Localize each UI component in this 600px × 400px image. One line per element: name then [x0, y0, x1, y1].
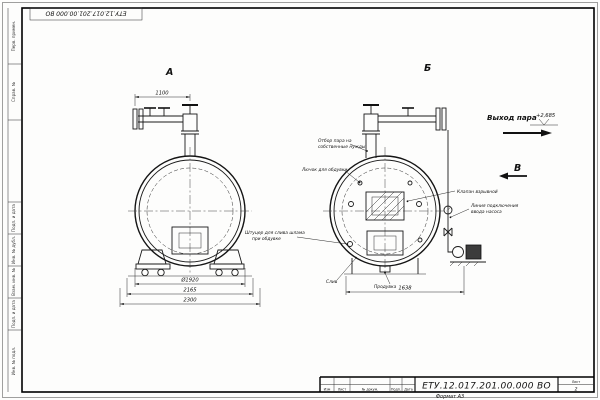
- callout-pump-line-1: Линия подключения: [470, 203, 519, 209]
- callout-pump-line-2: ввода насоса: [471, 210, 502, 215]
- view-a-label: А: [165, 67, 173, 78]
- left-frame-label: Справ. №: [11, 82, 16, 102]
- callout-drain: Слив: [326, 279, 338, 285]
- steam-outlet-group: Выход пара +2,685: [487, 113, 558, 137]
- left-frame-label: Подп. и дата: [11, 204, 16, 232]
- elevation-label: +2,685: [536, 113, 556, 119]
- title-sheet-number: 2: [575, 387, 578, 393]
- top-stamp-doc-number: ЕТУ.12.017.201.00.000 ВО: [45, 9, 126, 16]
- callout-blowdown: Продувка: [374, 284, 397, 290]
- view-b-label: Б: [424, 63, 431, 74]
- callout-blow-hatch: Лючок для обдувки: [301, 167, 347, 173]
- left-margin-labels: Перв. примен. Справ. № Подп. и дата Инв.…: [11, 21, 16, 375]
- left-frame-label: Инв. № подл.: [11, 347, 16, 375]
- format-label: Формат А3: [436, 394, 464, 400]
- view-a-dimensions: 1100 Ø1920 2165 2300: [119, 91, 261, 307]
- title-col-doc: № докум.: [362, 387, 378, 391]
- title-doc-number: ЕТУ.12.017.201.00.000 ВО: [422, 382, 551, 392]
- elevation-mark-icon: [538, 118, 550, 126]
- title-block: Изм Лист № докум. Подп. Дата ЕТУ.12.017.…: [319, 376, 594, 393]
- steam-outlet-label: Выход пара: [487, 113, 537, 122]
- callout-explosion-valve: Клапан взрывной: [457, 189, 498, 195]
- top-stamp: ЕТУ.12.017.201.00.000 ВО: [29, 7, 143, 21]
- title-col-izm: Изм: [324, 387, 331, 391]
- title-col-list: Лист: [338, 387, 346, 391]
- left-frame-label: Подп. и дата: [11, 300, 16, 328]
- dim-saddle-span: 2165: [183, 288, 197, 294]
- flow-arrow-icon: [541, 129, 552, 137]
- pump-motor: [465, 244, 482, 260]
- left-frame-label: Перв. примен.: [11, 21, 16, 52]
- callout-own-needs-2: собственные нужды: [318, 144, 366, 150]
- left-frame-label: Инв. № дубл.: [11, 236, 16, 264]
- view-v-group: В: [499, 163, 527, 180]
- left-frame-label: Взам. инв. №: [11, 268, 16, 296]
- dim-view-b-width: 1638: [398, 286, 412, 292]
- callout-sludge-2: при обдувке: [252, 236, 281, 242]
- title-col-date: Дата: [404, 387, 413, 391]
- view-b-dimensions: 1638: [345, 266, 465, 295]
- view-v-label: В: [514, 163, 521, 174]
- title-sheet-word: Лист: [572, 380, 580, 384]
- callout-own-needs-1: Отбор пара на: [318, 138, 352, 144]
- callouts: Отбор пара на собственные нужды Лючок дл…: [245, 138, 519, 290]
- view-v-arrow-icon: [499, 172, 508, 180]
- dim-diameter: Ø1920: [180, 277, 199, 284]
- dim-overall-width: 2300: [183, 298, 197, 304]
- title-col-sign: Подп.: [391, 387, 401, 391]
- callout-sludge-1: Штуцер для слива шлама: [245, 230, 305, 236]
- view-b-drawing: Б: [323, 63, 486, 275]
- view-a-drawing: А: [128, 67, 252, 277]
- dim-pipe-offset: 1100: [155, 91, 169, 97]
